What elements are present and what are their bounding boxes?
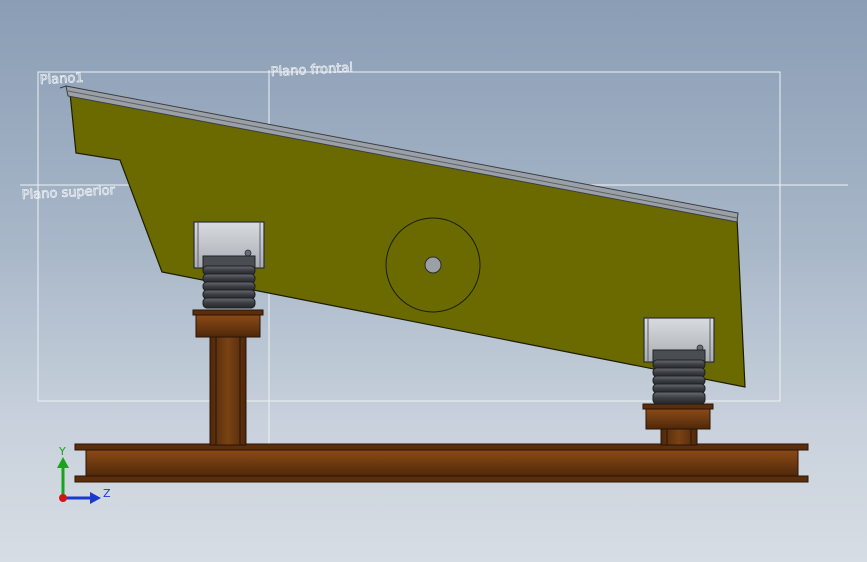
exciter-unit[interactable] <box>385 217 481 313</box>
plane1-boundary[interactable] <box>37 71 781 402</box>
base-beam[interactable] <box>74 443 809 483</box>
right-support-post[interactable] <box>642 403 714 446</box>
plano-superior-label[interactable]: Plano superior <box>21 183 116 204</box>
left-spring-coils <box>202 265 256 309</box>
plano1-label[interactable]: Plano1 <box>39 70 84 88</box>
plano-frontal-label[interactable]: Plano frontal <box>270 60 354 80</box>
right-spring-assembly[interactable] <box>643 317 715 405</box>
right-spring-coils <box>652 359 706 405</box>
triad-y-label: Y <box>58 445 66 458</box>
left-spring-assembly[interactable] <box>193 221 265 309</box>
left-support-post[interactable] <box>192 309 264 446</box>
coordinate-triad-icon: Y Z <box>57 445 111 504</box>
screen-body[interactable] <box>59 85 746 388</box>
triad-z-label: Z <box>103 487 111 500</box>
